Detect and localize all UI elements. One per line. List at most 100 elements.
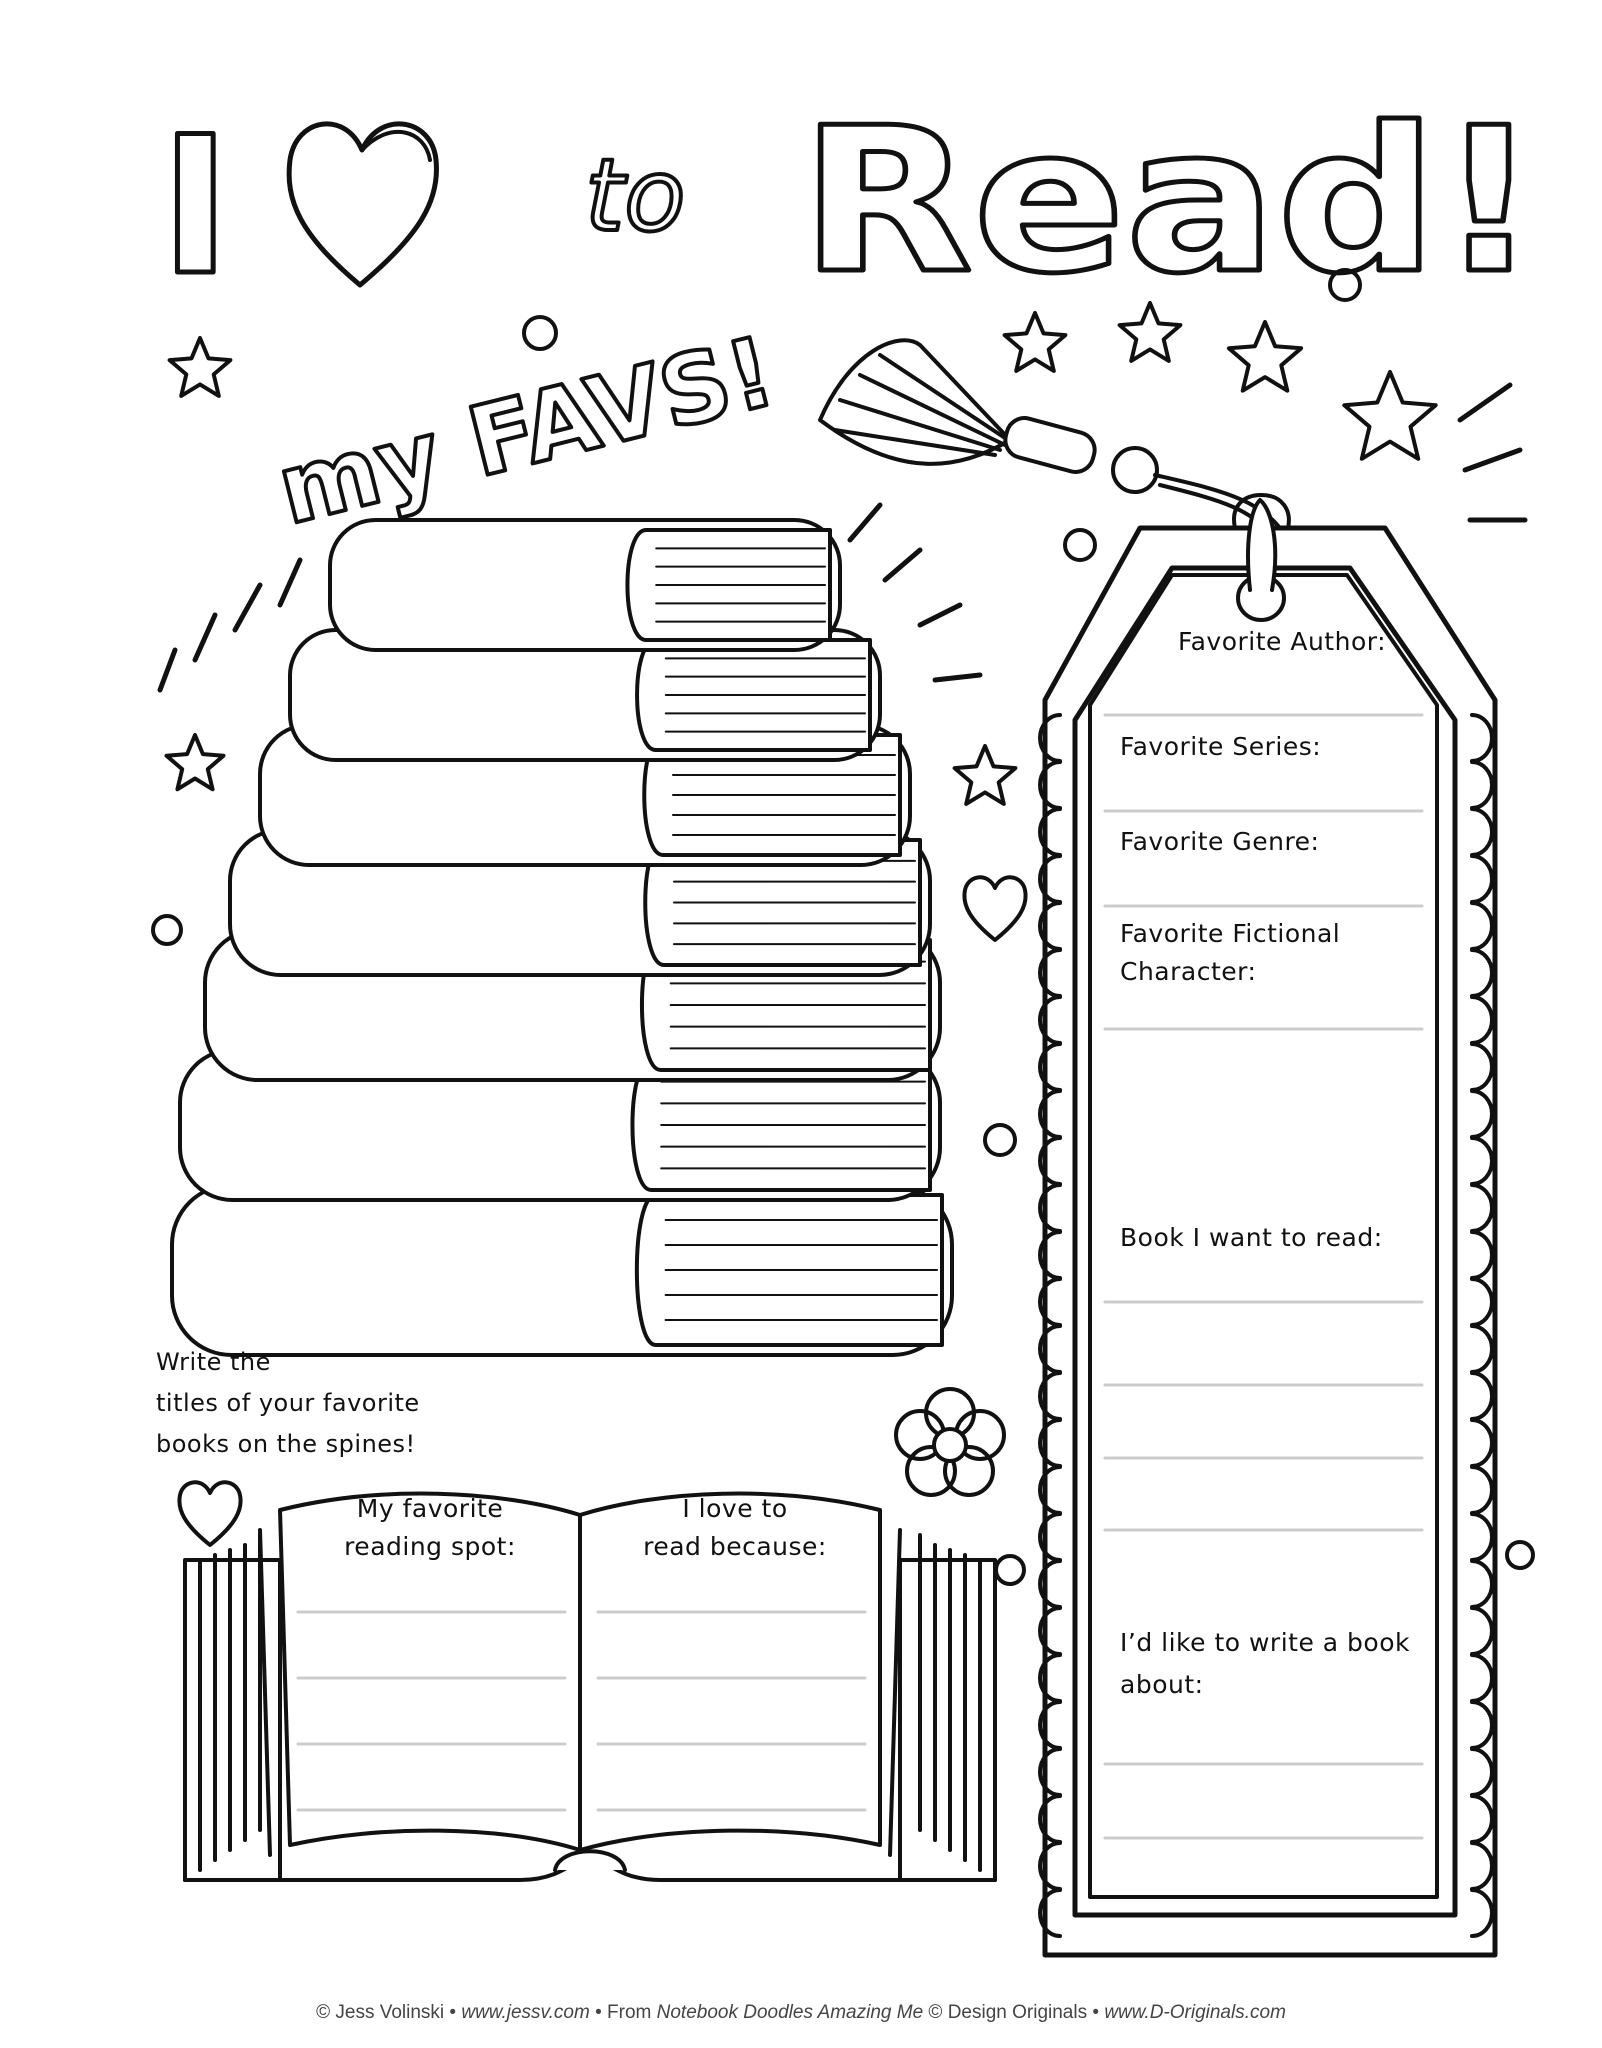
prompt-line: reading spot: (344, 1532, 516, 1561)
scallop (1470, 1888, 1494, 1938)
stacked-book (170, 1183, 954, 1357)
footer-from: From (607, 2002, 652, 2023)
footer-publisher: © Design Originals (928, 2002, 1088, 2023)
stacked-book (328, 518, 842, 652)
burst-line (847, 502, 883, 543)
burst-line (192, 612, 218, 663)
scallop (1470, 1371, 1494, 1421)
star-icon (1226, 320, 1304, 393)
scallop (1470, 1183, 1494, 1233)
scallop (1038, 1465, 1062, 1515)
reading-spot-prompt: My favorite reading spot: (300, 1490, 560, 1566)
scallop (1470, 1465, 1494, 1515)
scallop (1470, 1653, 1494, 1703)
field-label: Favorite Series: (1120, 732, 1322, 761)
burst-line (882, 547, 923, 583)
stars (164, 301, 1438, 806)
instructions-line: titles of your favorite (156, 1389, 420, 1417)
scallop (1470, 1841, 1494, 1891)
scallop (1470, 1606, 1494, 1656)
scallop (1470, 807, 1494, 857)
scallop (1038, 1183, 1062, 1233)
footer-publisher-link[interactable]: www.D-Originals.com (1104, 2002, 1286, 2023)
scallop (1038, 1371, 1062, 1421)
scallop (1470, 995, 1494, 1045)
prompt-line: I love to (682, 1494, 788, 1523)
footer-author: © Jess Volinski (316, 2002, 445, 2023)
field-book-to-read: Book I want to read: (1120, 1216, 1383, 1260)
scallop (1470, 1418, 1494, 1468)
title-to: to (585, 137, 685, 254)
burst-line (1457, 382, 1513, 423)
instructions-line: Write the (156, 1348, 271, 1376)
prompt-line: My favorite (356, 1494, 504, 1523)
book-stack (170, 518, 954, 1357)
field-label: Favorite Fictional (1120, 919, 1341, 948)
scallop (1038, 1136, 1062, 1186)
scallop (1470, 1512, 1494, 1562)
stacked-book (178, 1048, 942, 1202)
scallop (1038, 1794, 1062, 1844)
scallop (1470, 948, 1494, 998)
scallop (1470, 1559, 1494, 1609)
scallop (1038, 1888, 1062, 1938)
scallop (1470, 1277, 1494, 1327)
footer-credits: © Jess Volinski • www.jessv.com • From N… (0, 2002, 1602, 2024)
star-icon (167, 336, 233, 398)
instructions-line: books on the spines! (156, 1430, 416, 1458)
scallop (1470, 1747, 1494, 1797)
scallop (1470, 1089, 1494, 1139)
scallop (1038, 1230, 1062, 1280)
footer-site-link[interactable]: www.jessv.com (461, 2002, 590, 2023)
scallop (1038, 1042, 1062, 1092)
scallop (1470, 901, 1494, 951)
scallop (1038, 948, 1062, 998)
scallop (1470, 854, 1494, 904)
bookmark (1038, 493, 1498, 1958)
star-icon (1117, 301, 1183, 363)
scallop (1038, 854, 1062, 904)
scallop (1038, 901, 1062, 951)
star-icon (1342, 370, 1438, 461)
tassel (818, 338, 1297, 582)
scallop (1470, 760, 1494, 810)
prompt-line: read because: (643, 1532, 827, 1561)
scallop (1038, 807, 1062, 857)
small-heart-icon (962, 875, 1028, 942)
scallop (1038, 713, 1062, 763)
star-icon (952, 744, 1018, 806)
field-label: about: (1120, 1670, 1204, 1699)
small-heart-icon (177, 1480, 243, 1547)
scallop (1038, 1324, 1062, 1374)
burst-line (277, 557, 303, 608)
scallop (1038, 1841, 1062, 1891)
scallop (1038, 1277, 1062, 1327)
field-favorite-series: Favorite Series: (1120, 725, 1321, 769)
star-icon (1002, 311, 1068, 373)
open-book (183, 1491, 997, 1882)
scallop (1038, 1747, 1062, 1797)
love-to-read-prompt: I love to read because: (600, 1490, 870, 1566)
field-favorite-author: Favorite Author: (1178, 620, 1386, 664)
field-write-a-book: I’d like to write a book about: (1120, 1622, 1410, 1706)
footer-sep: • (1087, 2002, 1105, 2023)
scallop (1470, 1230, 1494, 1280)
footer-book-title: Notebook Doodles Amazing Me (656, 2002, 924, 2023)
burst-line (932, 672, 983, 683)
burst-line (917, 602, 963, 628)
instructions: Write the titles of your favorite books … (156, 1342, 420, 1465)
scallop (1038, 1418, 1062, 1468)
field-label: I’d like to write a book (1120, 1628, 1410, 1657)
scallop (1038, 1606, 1062, 1656)
footer-sep: • (589, 2002, 608, 2023)
burst-line (157, 647, 178, 693)
field-label: Favorite Genre: (1120, 827, 1320, 856)
scallop (1470, 1700, 1494, 1750)
scallop (1470, 1042, 1494, 1092)
footer-sep: • (444, 2002, 462, 2023)
title-read: Read! (800, 85, 1540, 318)
field-label: Favorite Author: (1178, 627, 1386, 656)
field-label: Book I want to read: (1120, 1223, 1383, 1252)
burst-line (232, 582, 263, 633)
